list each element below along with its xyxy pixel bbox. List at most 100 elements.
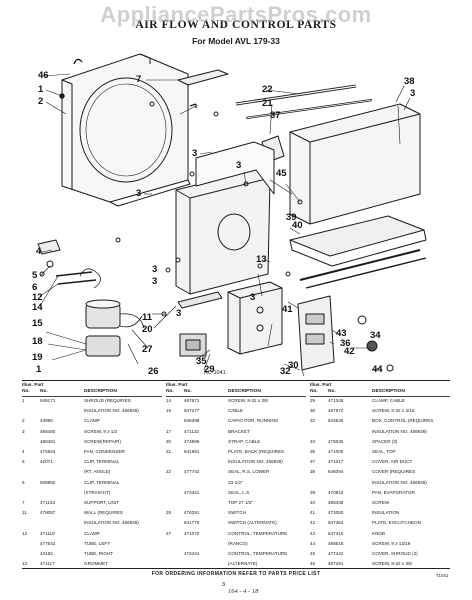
cell-description: SPACER (3) — [372, 438, 398, 444]
cell-illus-no: 6 — [22, 479, 25, 485]
callout-30: 30 — [288, 360, 299, 371]
cell-part-no: 43990 — [40, 418, 53, 424]
cell-part-no: 487291 — [328, 561, 344, 567]
cell-part-no: 647364 — [328, 520, 344, 526]
callout-44: 44 — [372, 364, 383, 375]
cell-illus-no: 37 — [310, 459, 316, 465]
header-description: DESCRIPTION — [84, 389, 117, 395]
callout-20: 20 — [142, 324, 153, 335]
cell-description: SCREW, 8-32 x 3/8 — [228, 398, 268, 403]
cell-illus-no: 29 — [310, 398, 316, 403]
callout-3: 3 — [152, 276, 157, 287]
cell-illus-no: 40 — [310, 500, 316, 505]
callout-1: 1 — [38, 84, 44, 95]
cell-part-no: 488480 — [40, 428, 56, 434]
callout-41: 41 — [282, 304, 293, 315]
cell-description: CONTROL, TEMPERATURE — [228, 530, 288, 536]
cell-part-no: 476291 — [184, 510, 200, 516]
cell-illus-no: 5 — [22, 459, 25, 465]
cell-illus-no: 42 — [310, 520, 316, 526]
page-title: AIR FLOW AND CONTROL PARTS — [135, 19, 337, 31]
cell-illus-no: 45 — [310, 551, 316, 556]
cell-description: TOP 27 1/2" — [228, 500, 253, 505]
cell-description: INSULATION NO. 469938) — [84, 520, 139, 526]
cell-illus-no: 4 — [22, 449, 25, 454]
cell-part-no: 477442 — [328, 551, 344, 556]
cell-illus-no: 17 — [166, 428, 172, 434]
cell-illus-no: 21 — [166, 449, 172, 454]
cell-part-no: 643530 — [328, 418, 344, 424]
table-bottom-rule — [22, 568, 450, 569]
callout-26: 26 — [148, 366, 159, 376]
diagram-drawing: 4612722213738333345456312141333391120401… — [32, 53, 427, 376]
cell-part-no: 487872 — [328, 408, 344, 414]
cell-illus-no: 26 — [166, 510, 172, 516]
page-number: 3 — [222, 582, 226, 588]
cell-description: TUBE, LEFT — [84, 540, 111, 546]
cell-part-no: 476824 — [40, 449, 56, 454]
cell-part-no: 647277 — [184, 408, 200, 414]
cell-part-no: 488438 — [328, 500, 344, 505]
cell-illus-no: 32 — [310, 418, 316, 424]
callout-19: 19 — [32, 352, 43, 363]
header-illus-no: No. — [166, 389, 174, 395]
cell-description: CLIP, TERMINAL — [84, 479, 120, 485]
cell-description: 23-1/2" — [228, 479, 243, 485]
callout-4: 4 — [36, 246, 42, 257]
cell-description: COVER, AIR DUCT — [372, 459, 413, 465]
knob-part — [366, 340, 378, 352]
cell-part-no: 472444 — [184, 551, 200, 556]
shroud-opening — [79, 77, 173, 183]
callout-45: 45 — [276, 168, 287, 179]
cell-description: SWITCH (ALTERNATE) — [228, 520, 277, 526]
cell-description: CLAMP, CABLE — [372, 398, 405, 403]
header-illus-no: No. — [310, 389, 318, 395]
cell-illus-no: 1 — [22, 398, 25, 403]
callout-34: 34 — [370, 330, 381, 341]
cell-illus-no: 44 — [310, 540, 316, 546]
table-row: (ALTERNATE) — [166, 561, 306, 567]
cell-description: SCREW(REPAIR) — [84, 438, 121, 444]
cell-description: CLIP, TERMINAL — [84, 459, 120, 465]
cell-illus-no: 34 — [310, 438, 316, 444]
table-row: 477542 TUBE, LEFT — [22, 541, 162, 547]
cell-part-no: 641991 — [184, 449, 200, 454]
cover-part — [289, 103, 421, 225]
parts-column-header: Illus. Part No. No. DESCRIPTION — [166, 382, 306, 397]
cell-part-no: 646094 — [328, 469, 344, 475]
cell-description: CLAMP — [84, 530, 100, 536]
cell-part-no: 477542 — [40, 540, 56, 546]
callout-3: 3 — [176, 308, 181, 319]
callout-12: 12 — [32, 292, 43, 303]
callout-21: 21 — [262, 98, 273, 109]
cell-illus-no: 43 — [310, 530, 316, 536]
cell-description: SWITCH — [228, 510, 247, 516]
table-row: 26 476291 SWITCH — [166, 510, 306, 516]
cell-illus-no: 14 — [166, 398, 172, 403]
shroud-part — [61, 53, 189, 203]
cell-illus-no: 27 — [166, 530, 172, 536]
table-row: INSULATION NO. 469938) — [22, 408, 162, 414]
callout-37: 37 — [270, 110, 281, 121]
cell-illus-no: 46 — [310, 561, 316, 567]
cell-part-no: 509882 — [40, 479, 56, 485]
